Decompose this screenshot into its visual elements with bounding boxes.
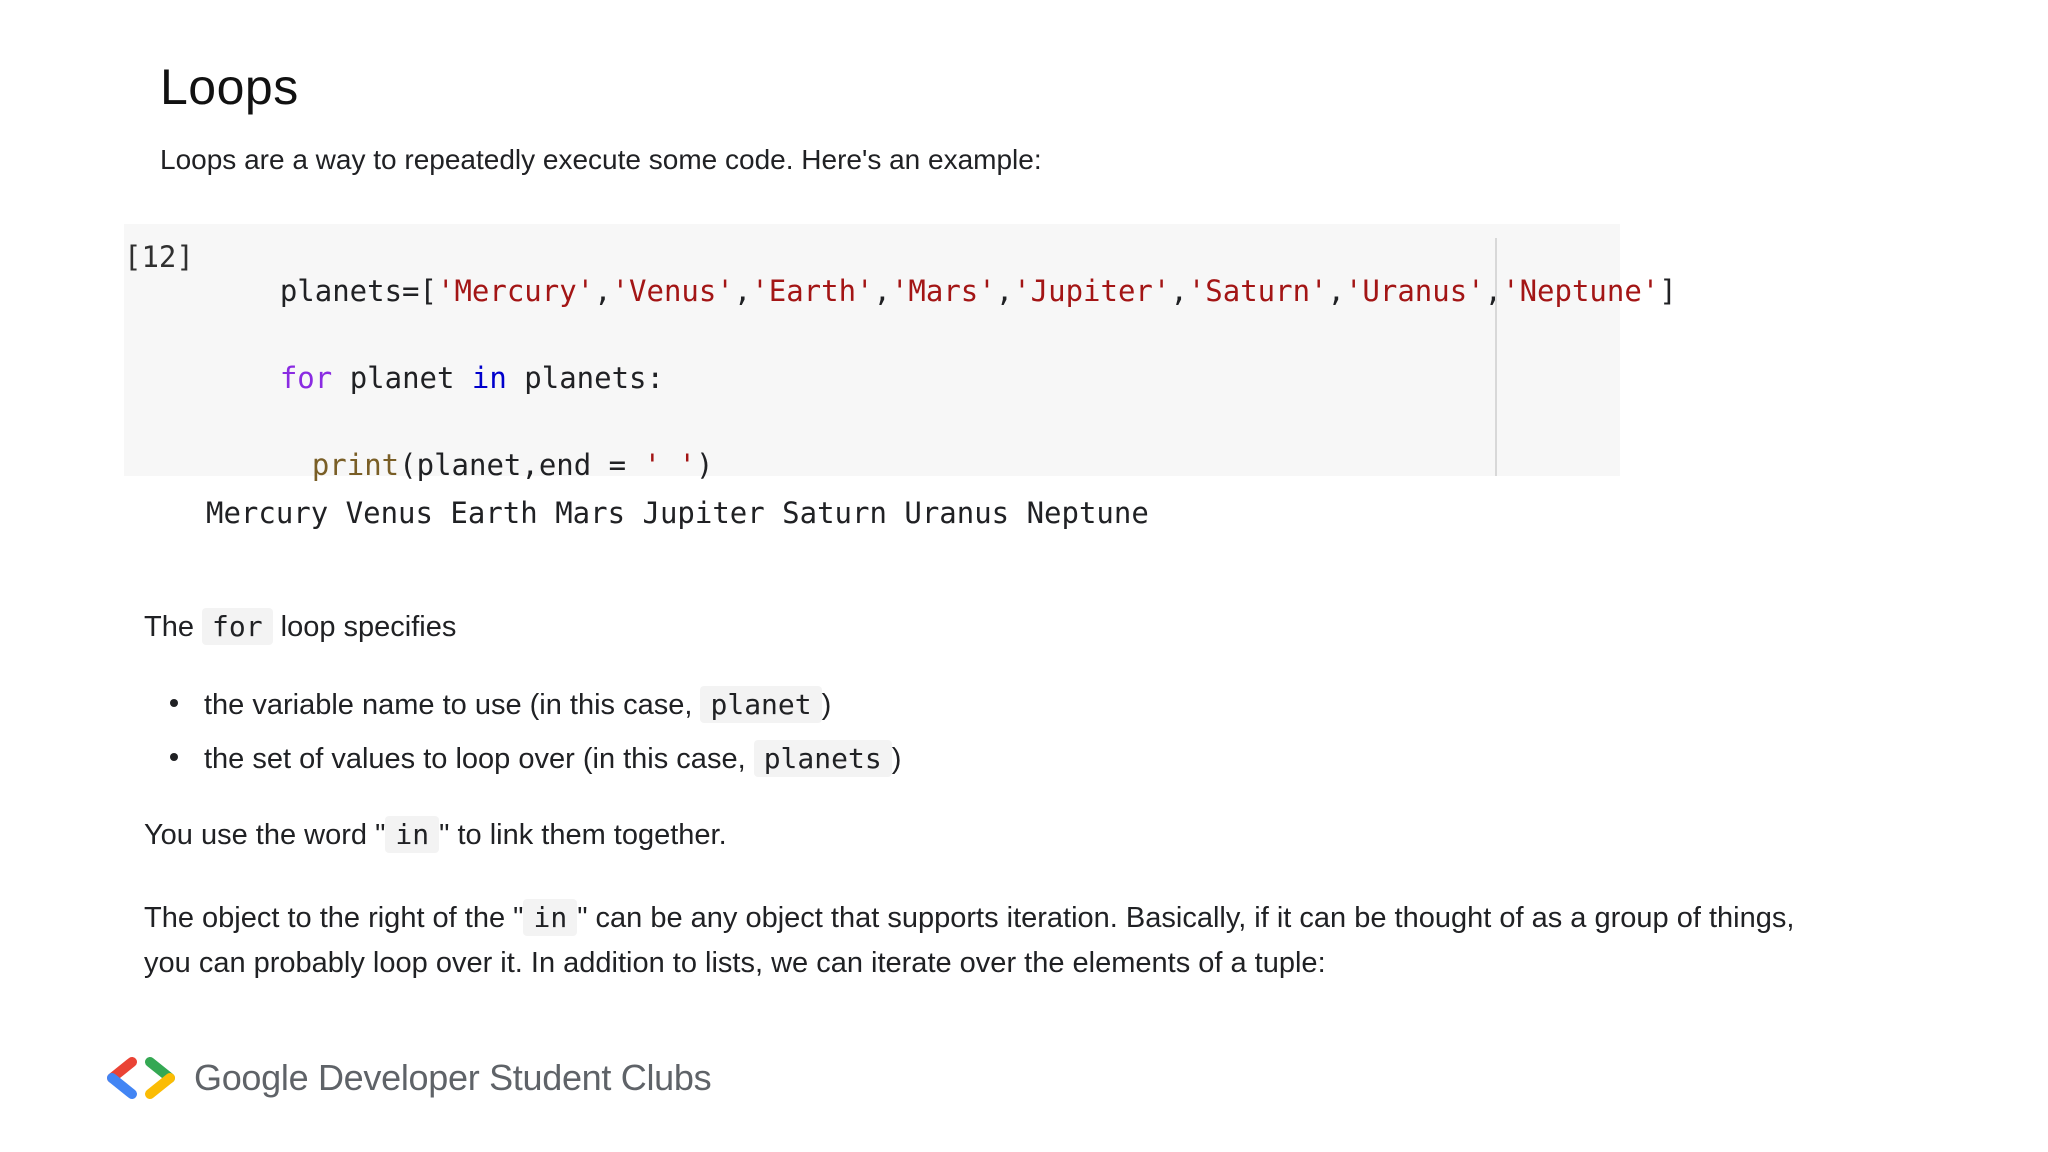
- string-literal: ' ': [643, 448, 696, 482]
- list-item: the set of values to loop over (in this …: [170, 740, 902, 777]
- cell-output: Mercury Venus Earth Mars Jupiter Saturn …: [206, 496, 1149, 530]
- string-literal: 'Venus': [611, 274, 734, 308]
- string-literal: 'Mercury': [436, 274, 595, 308]
- comma: ,: [1484, 274, 1503, 308]
- list-item-text: the variable name to use (in this case,: [204, 689, 701, 721]
- comma: ,: [1170, 274, 1188, 308]
- code-line-3: print(planet,end = ' '): [242, 414, 714, 516]
- comma: ,: [733, 274, 752, 308]
- code-line-1: planets=['Mercury','Venus','Earth','Mars…: [210, 240, 1677, 342]
- paragraph-text: " to link them together.: [439, 819, 727, 851]
- comma: ,: [995, 274, 1014, 308]
- inline-code-in: in: [385, 816, 440, 853]
- paragraph-text: The object to the right of the ": [144, 902, 524, 934]
- code-text: ): [695, 448, 714, 482]
- paragraph-text: " can be any object that supports iterat…: [144, 902, 1795, 979]
- code-text: planets:: [506, 361, 664, 395]
- inline-code-for: for: [202, 608, 273, 645]
- bullet-icon: [170, 699, 178, 708]
- list-item-text: the set of values to loop over (in this …: [204, 743, 754, 775]
- comma: ,: [594, 274, 612, 308]
- string-literal: 'Neptune': [1502, 274, 1660, 308]
- intro-text: Loops are a way to repeatedly execute so…: [160, 144, 1042, 175]
- code-line-2: for planet in planets:: [210, 327, 664, 429]
- paragraph-for-loop: The for loop specifies: [144, 608, 457, 645]
- editor-divider: [1495, 238, 1497, 476]
- comma: ,: [1327, 274, 1345, 308]
- code-text: (planet,end =: [399, 448, 644, 482]
- paragraph-text: You use the word ": [144, 819, 386, 851]
- list-item: the variable name to use (in this case, …: [170, 686, 832, 723]
- string-literal: 'Jupiter': [1013, 274, 1171, 308]
- inline-code-planet: planet: [700, 686, 822, 723]
- inline-code-in: in: [523, 899, 578, 936]
- footer-branding: Google Developer Student Clubs: [104, 1056, 712, 1100]
- gdsc-brackets-logo-icon: [107, 1057, 175, 1099]
- brand-name: Google Developer Student Clubs: [194, 1057, 712, 1098]
- list-item-text: ): [821, 689, 832, 721]
- close-bracket: ]: [1659, 274, 1677, 308]
- paragraph-in-keyword: You use the word "in" to link them toget…: [144, 816, 727, 853]
- paragraph-iteration: The object to the right of the "in" can …: [144, 895, 1824, 986]
- string-literal: 'Earth': [751, 274, 874, 308]
- paragraph-text: The: [144, 611, 203, 643]
- execution-count: [12]: [124, 240, 194, 274]
- paragraph-text: loop specifies: [272, 611, 457, 643]
- code-planets-assign: planets=[: [279, 274, 437, 308]
- code-cell[interactable]: [12] planets=['Mercury','Venus','Earth',…: [124, 224, 1677, 482]
- string-literal: 'Saturn': [1187, 274, 1328, 308]
- comma: ,: [873, 274, 891, 308]
- string-literal: 'Uranus': [1344, 274, 1485, 308]
- keyword-in: in: [471, 361, 507, 395]
- code-text: planet: [332, 361, 472, 395]
- page-heading: Loops: [160, 59, 299, 115]
- list-item-text: ): [891, 743, 902, 775]
- keyword-for: for: [279, 361, 333, 395]
- bullet-icon: [170, 753, 178, 762]
- inline-code-planets: planets: [753, 740, 892, 777]
- string-literal: 'Mars': [890, 274, 996, 308]
- builtin-print: print: [311, 448, 400, 482]
